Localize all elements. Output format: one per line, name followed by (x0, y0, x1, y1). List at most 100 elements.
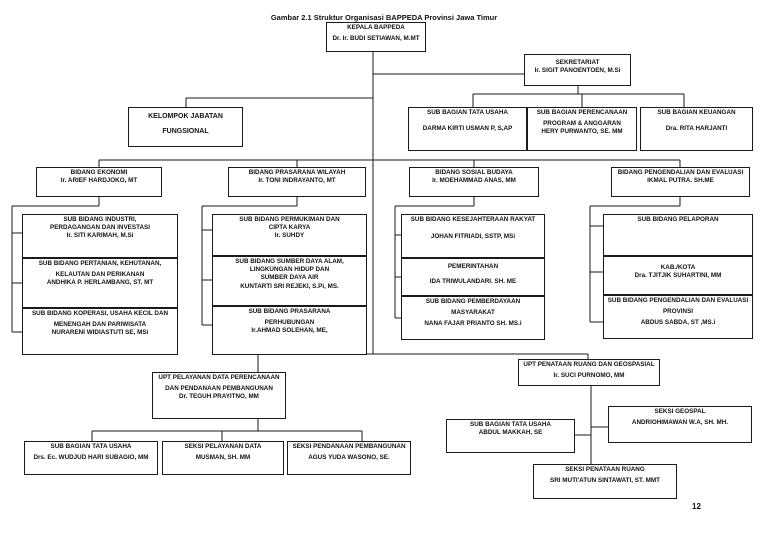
upt-data-seksi-pelayanan-box: SEKSI PELAYANAN DATA MUSMAN, SH. MM (162, 441, 284, 475)
upt-ruang-sub-tata-usaha-box: SUB BAGIAN TATA USAHA ABDUL MAKKAH, SE (446, 419, 575, 453)
upt-ruang-seksi-penataan-box: SEKSI PENATAAN RUANG SRI MUTI'ATUN SINTA… (533, 464, 677, 499)
prasarana-sub-perhubungan-line1: SUB BIDANG PRASARANA (248, 308, 331, 315)
ekonomi-sub-pertanian-box: SUB BIDANG PERTANIAN, KEHUTANAN, KELAUTA… (22, 258, 178, 308)
upt-data-seksi-pendanaan-name: AGUS YUDA WASONO, SE. (308, 454, 390, 462)
prasarana-sub-sda-line2: LINGKUNGAN HIDUP DAN (249, 266, 330, 274)
sub-bagian-keuangan-name: Dra. RITA HARJANTI (665, 125, 728, 133)
upt-ruang-seksi-penataan-name: SRI MUTI'ATUN SINTAWATI, ST. MMT (550, 477, 660, 485)
prasarana-sub-sda-name: KUNTARTI SRI REJEKI, S.Pi, MS. (240, 282, 339, 290)
bidang-sosial-budaya-name: Ir. MOEHAMMAD ANAS, MM (432, 177, 516, 185)
sub-bagian-tata-usaha-title: SUB BAGIAN TATA USAHA (427, 109, 508, 116)
sosial-sub-pemberdayaan-box: SUB BIDANG PEMBERDAYAAN MASYARAKAT NANA … (401, 296, 545, 340)
sosial-sub-pemerintahan-name: IDA TRIWULANDARI. SH. ME (429, 278, 517, 286)
sekretariat-name: Ir. SIGIT PANOENTOEN, M.Si (534, 67, 621, 75)
upt-data-sub-tata-usaha-box: SUB BAGIAN TATA USAHA Drs. Ec. WUDJUD HA… (24, 441, 158, 475)
prasarana-sub-sda-line3: SUMBER DAYA AIR (260, 274, 319, 282)
pengendalian-sub-pelaporan-box: SUB BIDANG PELAPORAN (603, 214, 753, 256)
upt-pelayanan-data-name: Dr. TEGUH PRAYITNO, MM (179, 393, 259, 401)
sosial-sub-pemberdayaan-name: NANA FAJAR PRIANTO SH. MS.i (424, 320, 522, 328)
ekonomi-sub-industri-name: Ir. SITI KARIMAH, M.Si (66, 232, 134, 240)
ekonomi-sub-pertanian-line2: KELAUTAN DAN PERIKANAN (55, 271, 145, 279)
upt-ruang-seksi-geospal-title: SEKSI GEOSPAL (654, 408, 706, 415)
prasarana-sub-perhubungan-line2: PERHUBUNGAN (264, 319, 315, 327)
upt-data-seksi-pelayanan-title: SEKSI PELAYANAN DATA (184, 443, 262, 450)
bidang-sosial-budaya-box: BIDANG SOSIAL BUDAYA Ir. MOEHAMMAD ANAS,… (409, 167, 539, 197)
sub-bagian-keuangan-title: SUB BAGIAN KEUANGAN (657, 109, 736, 116)
bidang-ekonomi-name: Ir. ARIEF HARDJOKO, MT (60, 177, 138, 185)
prasarana-sub-sda-box: SUB BIDANG SUMBER DAYA ALAM, LINGKUNGAN … (212, 256, 367, 306)
sosial-sub-pemberdayaan-line1: SUB BIDANG PEMBERDAYAAN (425, 298, 521, 305)
sub-bagian-perencanaan-box: SUB BAGIAN PERENCANAAN PROGRAM & ANGGARA… (527, 107, 637, 151)
ekonomi-sub-koperasi-line2: MENENGAH DAN PARIWISATA (53, 321, 147, 329)
bidang-pengendalian-title: BIDANG PENGENDALIAN DAN EVALUASI (617, 169, 744, 176)
ekonomi-sub-industri-line2: PERDAGANGAN DAN INVESTASI (50, 224, 150, 232)
bidang-sosial-budaya-title: BIDANG SOSIAL BUDAYA (435, 169, 513, 176)
pengendalian-sub-kabkota-box: KAB./KOTA Dra. TJITJIK SUHARTINI, MM (603, 256, 753, 295)
sub-bagian-perencanaan-line2: PROGRAM & ANGGARAN (543, 120, 621, 128)
upt-penataan-ruang-title: UPT PENATAAN RUANG DAN GEOSPASIAL (523, 361, 655, 368)
ekonomi-sub-pertanian-name: ANDHIKA P. HERLAMBANG, ST. MT (46, 279, 154, 287)
kelompok-line2: FUNGSIONAL (162, 128, 209, 136)
page-number: 12 (692, 502, 701, 511)
upt-penataan-ruang-box: UPT PENATAAN RUANG DAN GEOSPASIAL Ir. SU… (518, 359, 660, 386)
upt-data-seksi-pelayanan-name: MUSMAN, SH. MM (195, 454, 251, 462)
ekonomi-sub-industri-box: SUB BIDANG INDUSTRI, PERDAGANGAN DAN INV… (22, 214, 178, 258)
upt-data-sub-tata-usaha-title: SUB BAGIAN TATA USAHA (50, 443, 132, 450)
ekonomi-sub-koperasi-name: NURARENI WIDIASTUTI SE, MSi (51, 329, 149, 337)
ekonomi-sub-industri-line1: SUB BIDANG INDUSTRI, (63, 216, 137, 223)
ekonomi-sub-pertanian-line1: SUB BIDANG PERTANIAN, KEHUTANAN, (38, 260, 162, 267)
prasarana-sub-sda-line1: SUB BIDANG SUMBER DAYA ALAM, (235, 258, 344, 265)
prasarana-sub-permukiman-line1: SUB BIDANG PERMUKIMAN DAN (239, 216, 340, 223)
bidang-pengendalian-name: IKMAL PUTRA. SH.ME (647, 177, 714, 185)
sub-bagian-tata-usaha-box: SUB BAGIAN TATA USAHA DARMA KIRTI USMAN … (408, 107, 527, 151)
pengendalian-sub-provinsi-box: SUB BIDANG PENGENDALIAN DAN EVALUASI PRO… (603, 295, 753, 339)
upt-data-seksi-pendanaan-title: SEKSI PENDANAAN PEMBANGUNAN (292, 443, 406, 450)
diagram-title: Gambar 2.1 Struktur Organisasi BAPPEDA P… (270, 13, 498, 22)
kepala-name: Dr. Ir. BUDI SETIAWAN, M.MT (332, 35, 420, 43)
pengendalian-sub-provinsi-line1: SUB BIDANG PENGENDALIAN DAN EVALUASI (607, 297, 749, 304)
sosial-sub-kesejahteraan-box: SUB BIDANG KESEJAHTERAAN RAKYAT JOHAN FI… (401, 214, 545, 258)
bidang-pengendalian-box: BIDANG PENGENDALIAN DAN EVALUASI IKMAL P… (611, 167, 750, 197)
sosial-sub-kesejahteraan-name: JOHAN FITRIADI, SSTP, MSi (430, 233, 516, 241)
sekretariat-box: SEKRETARIAT Ir. SIGIT PANOENTOEN, M.Si (524, 54, 631, 86)
bidang-prasarana-title: BIDANG PRASARANA WILAYAH (248, 169, 346, 176)
sosial-sub-pemberdayaan-line2: MASYARAKAT (451, 309, 495, 317)
upt-ruang-seksi-geospal-name: ANDRIOHIMAWAN W.A, SH. MH. (631, 419, 729, 427)
prasarana-sub-permukiman-box: SUB BIDANG PERMUKIMAN DAN CIPTA KARYA Ir… (212, 214, 367, 256)
pengendalian-sub-kabkota-name: Dra. TJITJIK SUHARTINI, MM (634, 272, 722, 280)
kepala-title: KEPALA BAPPEDA (347, 24, 405, 31)
sub-bagian-perencanaan-title: SUB BAGIAN PERENCANAAN (536, 109, 628, 116)
sekretariat-title: SEKRETARIAT (555, 59, 600, 66)
upt-data-seksi-pendanaan-box: SEKSI PENDANAAN PEMBANGUNAN AGUS YUDA WA… (287, 441, 411, 475)
upt-ruang-seksi-penataan-title: SEKSI PENATAAN RUANG (565, 466, 645, 473)
sub-bagian-perencanaan-name: HERY PURWANTO, SE. MM (541, 128, 623, 136)
kelompok-jabatan-box: KELOMPOK JABATAN FUNGSIONAL (128, 107, 243, 147)
upt-ruang-sub-tata-usaha-name: ABDUL MAKKAH, SE (478, 429, 543, 437)
sosial-sub-kesejahteraan-line1: SUB BIDANG KESEJAHTERAAN RAKYAT (410, 216, 536, 223)
sub-bagian-tata-usaha-name: DARMA KIRTI USMAN P, S,AP (422, 125, 513, 133)
pengendalian-sub-pelaporan-line1: SUB BIDANG PELAPORAN (637, 216, 719, 223)
ekonomi-sub-koperasi-line1: SUB BIDANG KOPERASI, USAHA KECIL DAN (31, 310, 169, 317)
upt-ruang-seksi-geospal-box: SEKSI GEOSPAL ANDRIOHIMAWAN W.A, SH. MH. (608, 406, 752, 443)
prasarana-sub-permukiman-name: Ir. SUHDY (274, 232, 305, 240)
upt-pelayanan-data-line2: DAN PENDANAAN PEMBANGUNAN (165, 385, 273, 393)
pengendalian-sub-provinsi-line2: PROVINSI (662, 308, 694, 316)
sosial-sub-pemerintahan-box: PEMERINTAHAN IDA TRIWULANDARI. SH. ME (401, 258, 545, 296)
sosial-sub-pemerintahan-line1: PEMERINTAHAN (447, 263, 499, 270)
pengendalian-sub-provinsi-name: ABDUS SABDA, ST ,MS.i (640, 319, 716, 327)
upt-pelayanan-data-box: UPT PELAYANAN DATA PERENCANAAN DAN PENDA… (152, 372, 286, 419)
prasarana-sub-perhubungan-box: SUB BIDANG PRASARANA PERHUBUNGAN Ir.AHMA… (212, 306, 367, 355)
kelompok-line1: KELOMPOK JABATAN (148, 113, 223, 120)
bidang-ekonomi-title: BIDANG EKONOMI (70, 169, 128, 176)
ekonomi-sub-koperasi-box: SUB BIDANG KOPERASI, USAHA KECIL DAN MEN… (22, 308, 178, 355)
kepala-bappeda-box: KEPALA BAPPEDA Dr. Ir. BUDI SETIAWAN, M.… (326, 22, 426, 52)
upt-data-sub-tata-usaha-name: Drs. Ec. WUDJUD HARI SUBAGIO, MM (33, 454, 149, 462)
upt-ruang-sub-tata-usaha-title: SUB BAGIAN TATA USAHA (470, 421, 551, 428)
bidang-ekonomi-box: BIDANG EKONOMI Ir. ARIEF HARDJOKO, MT (36, 167, 162, 197)
upt-penataan-ruang-name: Ir. SUCI PURNOMO, MM (553, 372, 625, 380)
prasarana-sub-permukiman-line2: CIPTA KARYA (268, 224, 311, 232)
pengendalian-sub-kabkota-line1: KAB./KOTA (660, 264, 696, 271)
sub-bagian-keuangan-box: SUB BAGIAN KEUANGAN Dra. RITA HARJANTI (640, 107, 753, 151)
bidang-prasarana-box: BIDANG PRASARANA WILAYAH Ir. TONI INDRAY… (228, 167, 366, 197)
